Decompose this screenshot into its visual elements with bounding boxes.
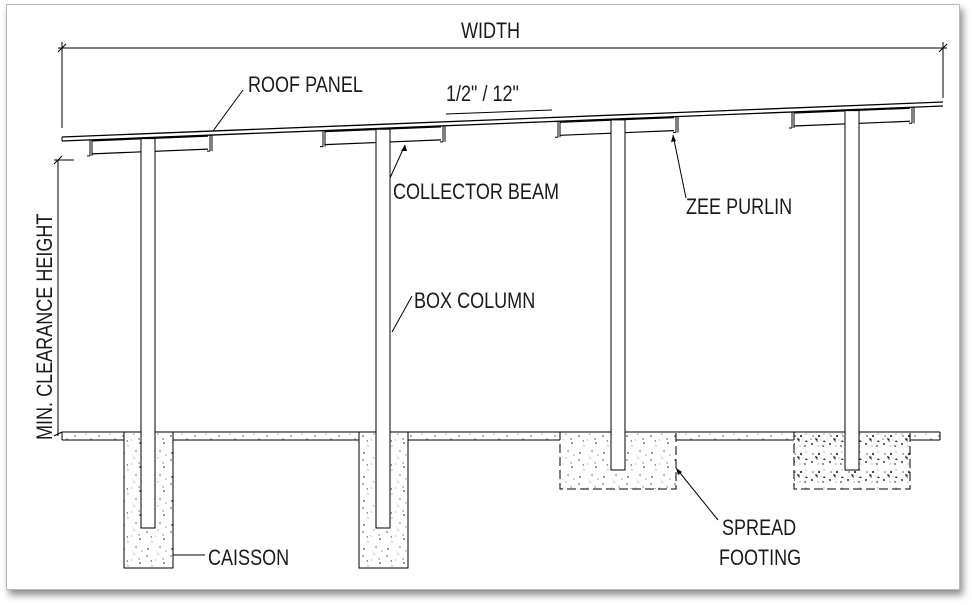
box-column-4 xyxy=(844,110,860,471)
box-column-callout: BOX COLUMN xyxy=(391,289,535,333)
spread-footing-label-line1: SPREAD xyxy=(722,516,796,540)
slope-annotation: 1/2" / 12" xyxy=(445,82,553,115)
zee-purlin-3-2 xyxy=(673,116,679,134)
roof-panel-callout: ROOF PANEL xyxy=(212,73,363,132)
box-column-1 xyxy=(140,138,156,529)
zee-purlin-2-1 xyxy=(320,130,326,148)
box-column-label: BOX COLUMN xyxy=(414,289,535,313)
collector-beam-callout: COLLECTOR BEAM xyxy=(389,144,559,204)
spread-footing-callout: SPREAD FOOTING xyxy=(675,467,801,570)
caisson-callout: CAISSON xyxy=(173,546,289,570)
zee-purlin-2-2 xyxy=(440,125,446,143)
box-column-2 xyxy=(375,128,391,529)
slope-label: 1/2" / 12" xyxy=(446,82,519,106)
min-clearance-height-label: MIN. CLEARANCE HEIGHT xyxy=(33,214,57,440)
clearance-height-dimension: MIN. CLEARANCE HEIGHT xyxy=(33,155,74,440)
roof-panel-label: ROOF PANEL xyxy=(248,73,363,97)
width-label: WIDTH xyxy=(461,19,520,43)
structural-bays xyxy=(87,107,915,529)
zee-purlin-3-1 xyxy=(555,121,561,138)
zee-purlin-callout: ZEE PURLIN xyxy=(671,134,792,219)
collector-beam-label: COLLECTOR BEAM xyxy=(393,180,559,204)
caisson-label: CAISSON xyxy=(208,546,289,570)
zee-purlin-4-1 xyxy=(789,111,795,129)
zee-purlin-4-2 xyxy=(909,107,915,124)
roof-panel xyxy=(61,101,944,142)
zee-purlin-1-2 xyxy=(207,135,213,152)
zee-purlin-1-1 xyxy=(87,139,93,157)
spread-footing-label-line2: FOOTING xyxy=(719,546,801,570)
zee-purlin-label: ZEE PURLIN xyxy=(686,195,792,219)
box-column-3 xyxy=(610,119,626,471)
width-dimension: WIDTH xyxy=(57,19,948,128)
ground-slab xyxy=(61,431,941,441)
